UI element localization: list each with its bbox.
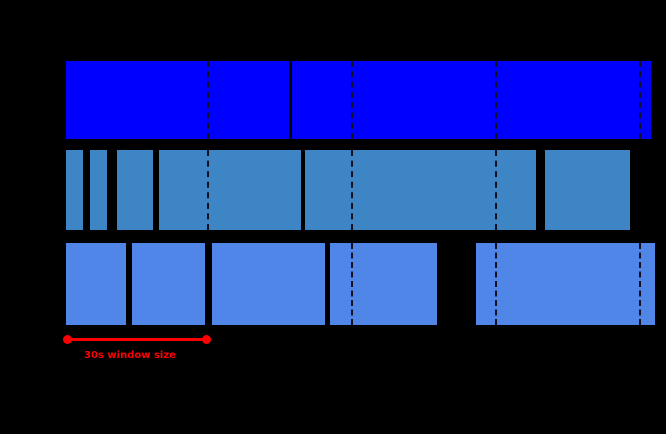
segment[interactable] xyxy=(212,243,325,325)
segment[interactable] xyxy=(305,150,536,230)
segment[interactable] xyxy=(292,61,651,139)
timeline-track-2 xyxy=(0,150,666,230)
segment[interactable] xyxy=(159,150,301,230)
segment[interactable] xyxy=(66,243,126,325)
segment[interactable] xyxy=(476,243,655,325)
segment[interactable] xyxy=(90,150,107,230)
timeline-track-3 xyxy=(0,243,666,325)
segment[interactable] xyxy=(545,150,630,230)
timeline-track-1 xyxy=(0,61,666,139)
annotation-label: 30s window size xyxy=(84,350,176,361)
annotation-line xyxy=(67,338,207,341)
segment[interactable] xyxy=(117,150,153,230)
annotation-start-marker xyxy=(63,335,72,344)
segment[interactable] xyxy=(330,243,437,325)
annotation-end-marker xyxy=(202,335,211,344)
segment[interactable] xyxy=(132,243,205,325)
segment[interactable] xyxy=(66,61,289,139)
segment[interactable] xyxy=(66,150,83,230)
